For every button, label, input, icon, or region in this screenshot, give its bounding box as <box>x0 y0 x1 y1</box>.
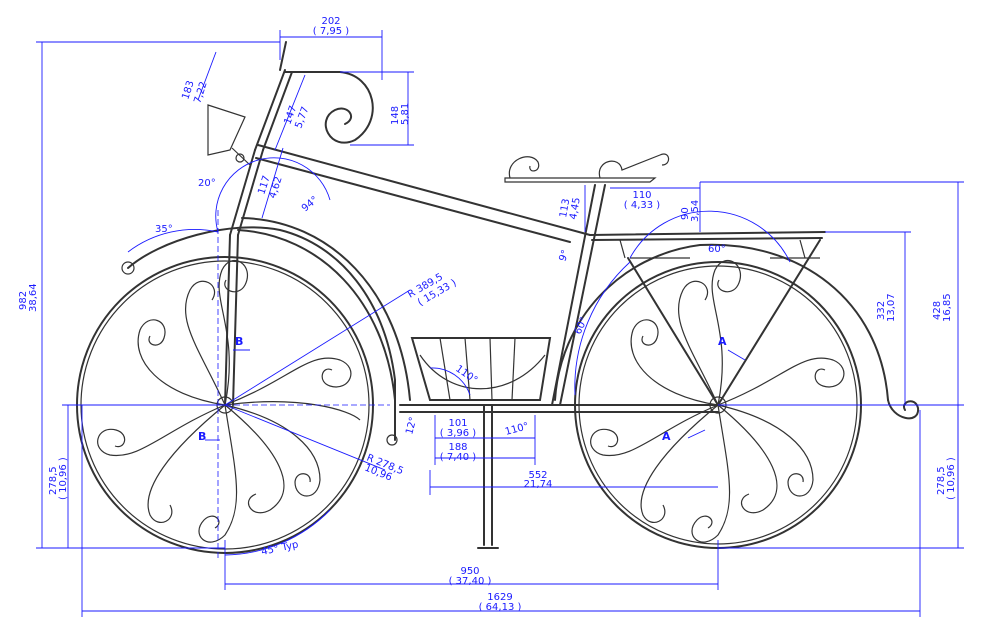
dim-total-length-mm: 1629 <box>487 592 512 603</box>
angle-110-stand: 110° <box>504 421 530 438</box>
label-b-bottom: B <box>198 430 206 443</box>
dim-total-height-in: 38,64 <box>28 283 39 312</box>
dim-seatpost-mm: 113 <box>558 198 572 219</box>
dim-basket-top-mm: 188 <box>448 442 467 453</box>
dim-handlebar-mm: 202 <box>321 16 340 27</box>
dim-seatoffset-mm: 110 <box>632 190 651 201</box>
dimension-labels: 202 ( 7,95 ) 183 7,22 147 5,77 148 5,81 … <box>18 16 957 613</box>
angle-35: 35° <box>155 224 173 235</box>
dim-seatpost-in: 4,45 <box>568 197 583 221</box>
handlebar-scroll <box>284 71 374 144</box>
dim-right-axle-mm: 278,5 <box>936 466 947 495</box>
dim-wheelbase-in: ( 37,40 ) <box>449 576 492 587</box>
angle-60-side: 60° <box>573 316 590 337</box>
dim-total-length-in: ( 64,13 ) <box>479 602 522 613</box>
dim-rear-mm: 428 <box>932 301 943 320</box>
dim-total-height-mm: 982 <box>18 291 29 310</box>
dim-basket-top-in: ( 7,40 ) <box>440 452 477 463</box>
label-b-top: B <box>235 335 243 348</box>
basket <box>410 337 552 401</box>
dim-wheelbase-mm: 950 <box>460 566 479 577</box>
dim-basket-bottom-in: ( 3,96 ) <box>440 428 477 439</box>
angle-110-basket: 110° <box>453 363 479 386</box>
rear-fender <box>554 243 889 401</box>
dim-rack-in: 13,07 <box>886 293 897 322</box>
seat <box>504 177 657 183</box>
angle-94: 94° <box>300 194 321 214</box>
dim-seatrise-mm: 90 <box>680 207 691 220</box>
dim-stand-offset-mm: 552 <box>528 470 547 481</box>
angle-9: 9° <box>557 249 571 263</box>
dim-seatoffset-in: ( 4,33 ) <box>624 200 661 211</box>
angle-12: 12° <box>404 416 419 436</box>
bicycle-geometry <box>76 41 920 554</box>
angle-60-top: 60° <box>708 244 726 255</box>
dim-handlebar-in: ( 7,95 ) <box>313 26 350 37</box>
front-fender <box>127 226 396 441</box>
label-a-bottom: A <box>662 430 671 443</box>
angle-20: 20° <box>198 178 216 189</box>
dim-left-axle-mm: 278,5 <box>48 466 59 495</box>
dim-left-axle-in: ( 10,96 ) <box>58 457 69 500</box>
dim-rack-mm: 332 <box>876 301 887 320</box>
dim-scroll-mm: 148 <box>390 106 401 125</box>
dim-stand-offset-in: 21,74 <box>524 479 553 490</box>
dim-right-axle-in: ( 10,96 ) <box>946 457 957 500</box>
label-a-top: A <box>718 335 727 348</box>
lamp <box>207 104 246 156</box>
dim-seatrise-in: 3,54 <box>690 200 701 222</box>
dimension-lines <box>36 30 964 617</box>
dim-rear-in: 16,85 <box>942 293 953 322</box>
dim-scroll-in: 5,81 <box>400 103 411 125</box>
angle-45-typ: 45° Typ <box>260 539 299 558</box>
dim-basket-bottom-mm: 101 <box>448 418 467 429</box>
